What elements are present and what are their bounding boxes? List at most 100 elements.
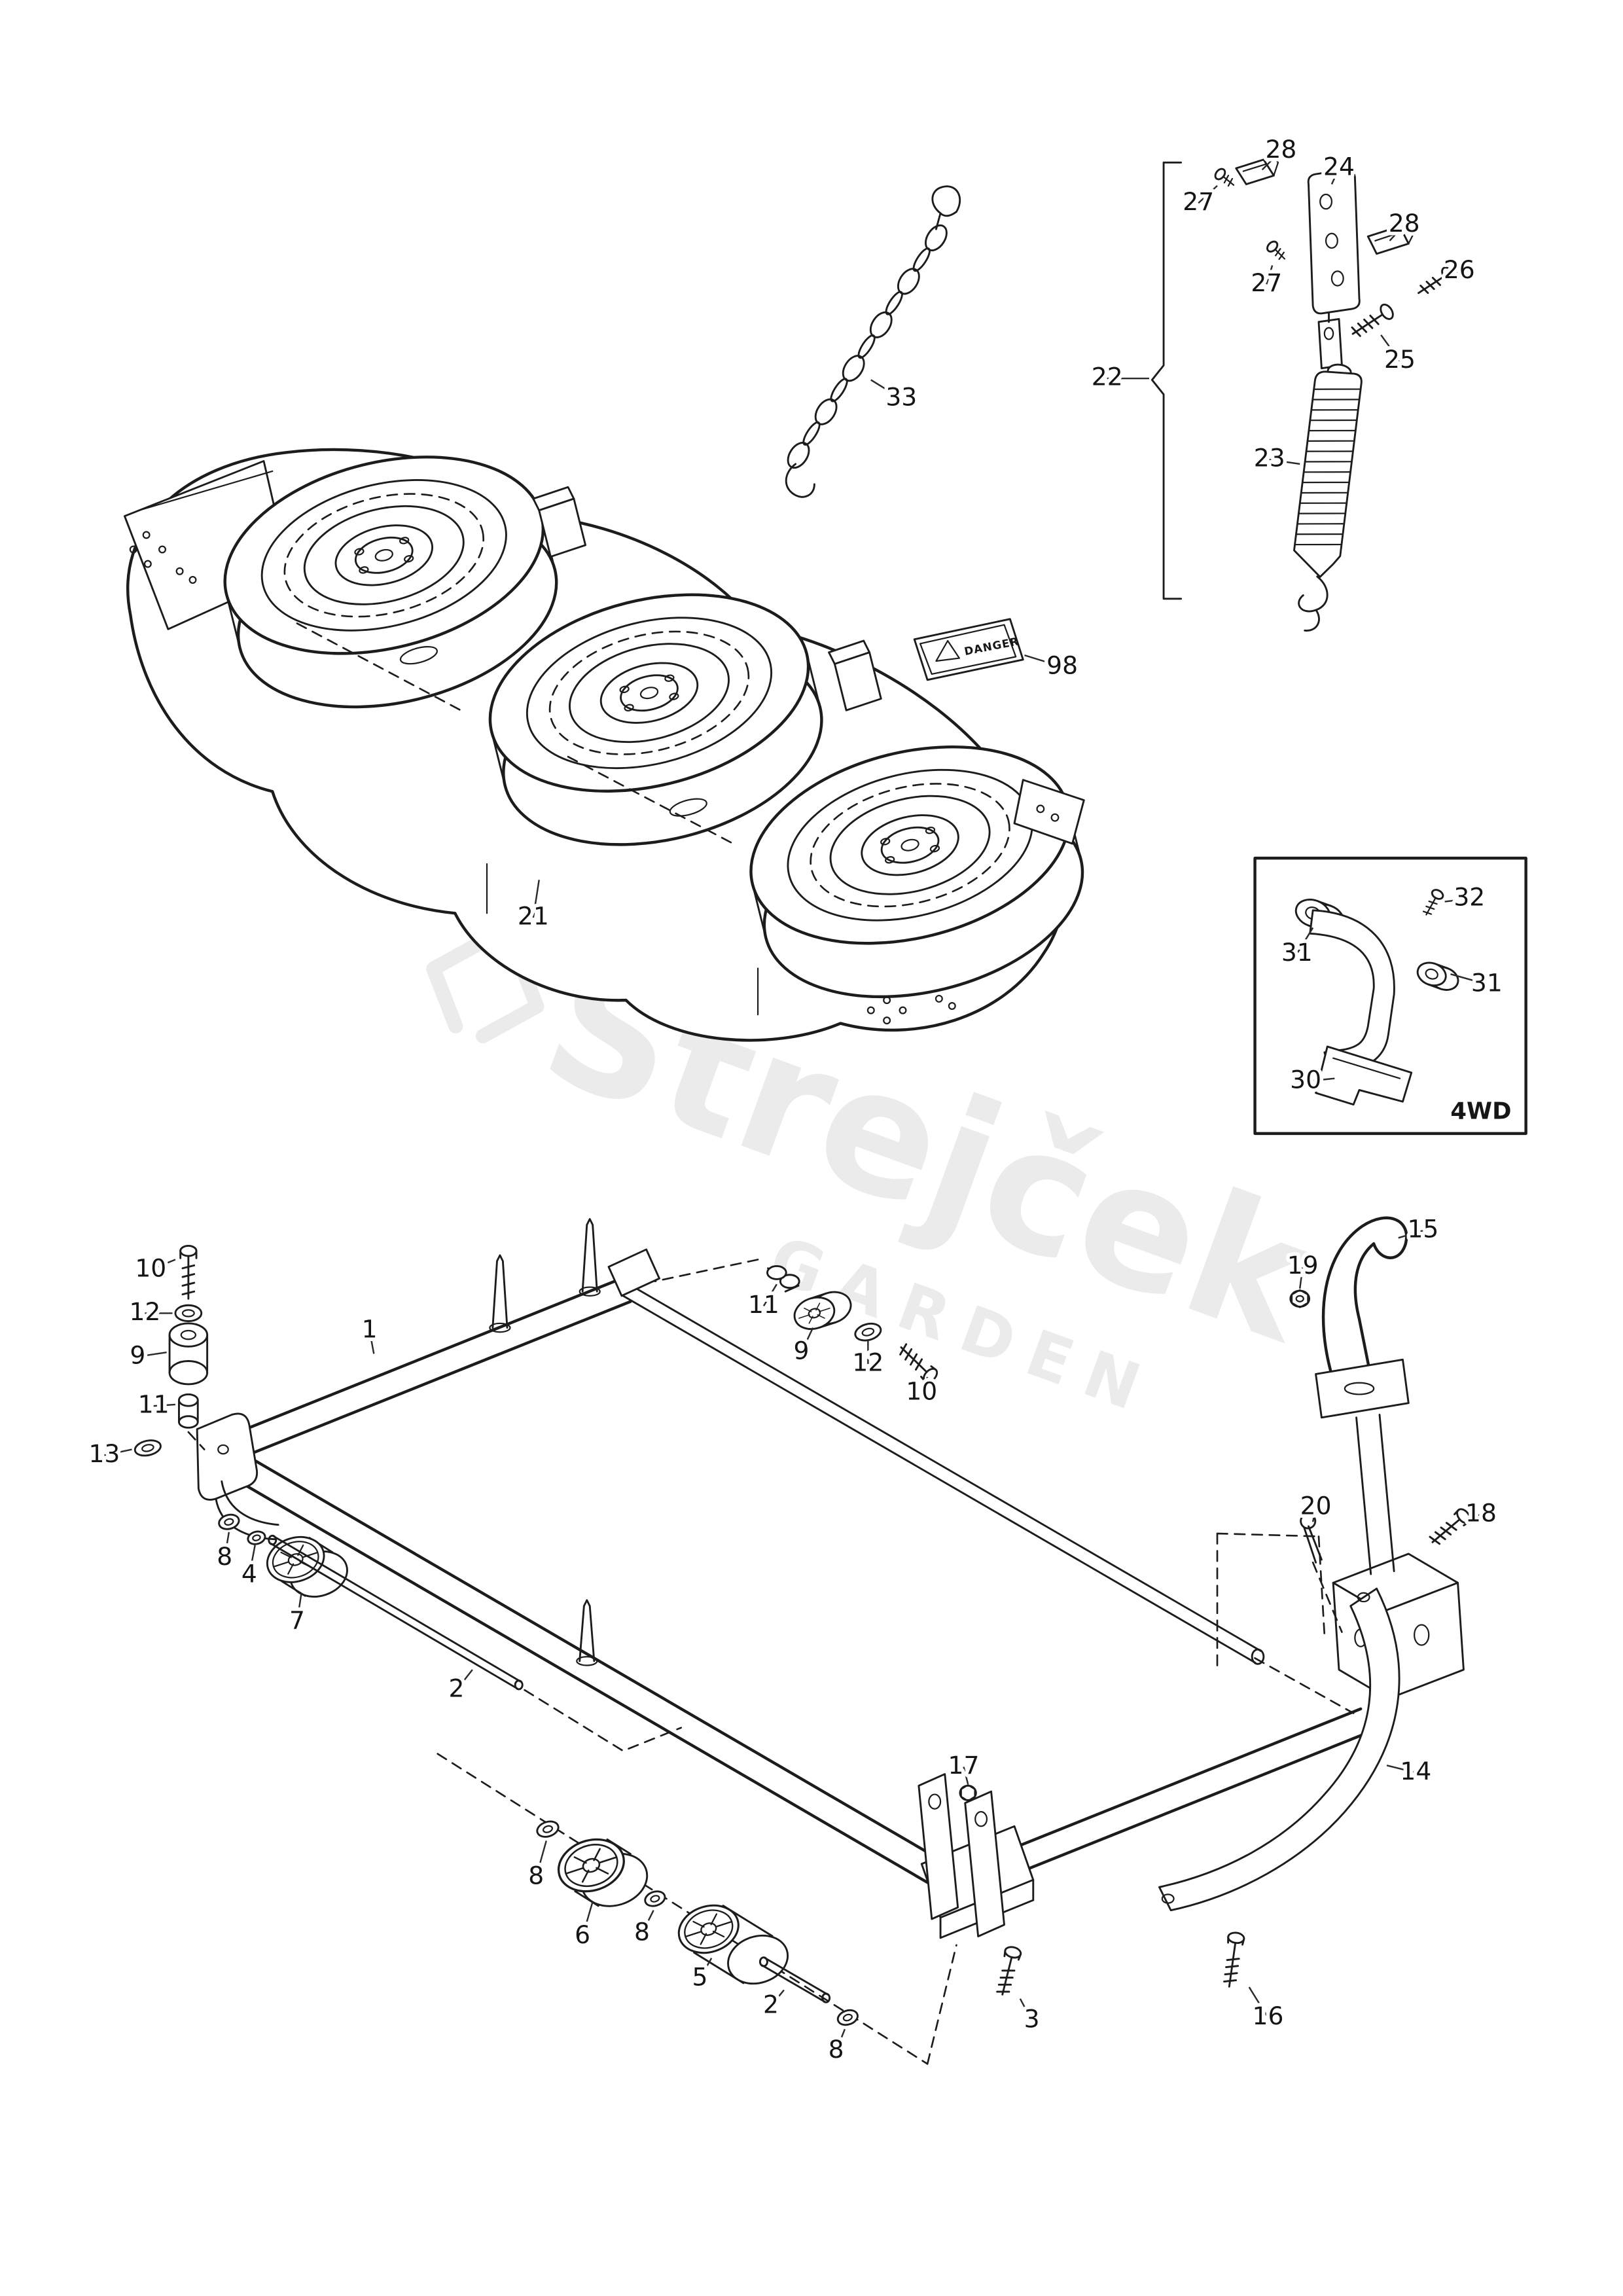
deck-corner-plate bbox=[1013, 779, 1085, 845]
rail-front bbox=[209, 1441, 965, 1897]
callout-leader-33 bbox=[870, 379, 902, 400]
lift-frame-assembly bbox=[134, 1216, 1471, 2065]
front-hanger-bracket bbox=[918, 1773, 1005, 1938]
callout-leader-9 bbox=[800, 1327, 814, 1353]
part-label-6: 6 bbox=[575, 1920, 590, 1949]
callout-leader-16 bbox=[1248, 1986, 1269, 2018]
nut-19 bbox=[1289, 1289, 1311, 1308]
callout-leader-98 bbox=[1024, 654, 1063, 668]
part-label-12: 12 bbox=[129, 1297, 160, 1326]
lift-chain bbox=[785, 185, 961, 498]
callout-leader-9 bbox=[137, 1352, 167, 1358]
callout-leader-2 bbox=[770, 1989, 785, 2007]
bolt-25 bbox=[1351, 303, 1394, 337]
part-label-28: 28 bbox=[1389, 209, 1420, 238]
callout-leader-7 bbox=[296, 1592, 302, 1623]
callout-leader-30 bbox=[1305, 1077, 1335, 1083]
group-bracket bbox=[1150, 161, 1183, 600]
callout-leader-11 bbox=[762, 1283, 777, 1306]
callout-leader-32 bbox=[1444, 897, 1470, 903]
part-label-20: 20 bbox=[1300, 1492, 1332, 1520]
part-label-10: 10 bbox=[135, 1254, 166, 1283]
callout-leader-24 bbox=[1330, 168, 1340, 185]
foot-bracket bbox=[1315, 1045, 1413, 1106]
part-label-18: 18 bbox=[1465, 1499, 1497, 1528]
part-label-14: 14 bbox=[1400, 1757, 1431, 1785]
callout-leader-10 bbox=[921, 1376, 929, 1393]
part-label-15: 15 bbox=[1407, 1215, 1438, 1244]
callout-leader-26 bbox=[1442, 270, 1460, 281]
callout-leader-8 bbox=[224, 1532, 230, 1558]
tension-spring bbox=[1293, 363, 1363, 632]
bottom-roller-set bbox=[437, 1753, 957, 2065]
callout-leader-23 bbox=[1269, 459, 1300, 465]
callout-leader-28 bbox=[1389, 224, 1405, 242]
hanger-hook-15 bbox=[1289, 1216, 1410, 1575]
callout-leader-19 bbox=[1299, 1266, 1304, 1289]
part-label-2: 2 bbox=[449, 1674, 465, 1703]
part-label-12: 12 bbox=[852, 1348, 883, 1376]
callout-leader-28 bbox=[1261, 150, 1282, 171]
callout-leader-10 bbox=[150, 1259, 176, 1271]
callout-leader-5 bbox=[699, 1958, 713, 1979]
part-label-13: 13 bbox=[88, 1439, 120, 1468]
mower-deck-assembly bbox=[123, 448, 1085, 1042]
callout-leader-27 bbox=[1198, 185, 1218, 204]
part-label-7: 7 bbox=[289, 1606, 305, 1635]
callout-leader-3 bbox=[1019, 1998, 1033, 2021]
part-label-8: 8 bbox=[634, 1918, 650, 1946]
part-label-9: 9 bbox=[130, 1340, 145, 1369]
callout-leader-18 bbox=[1467, 1514, 1482, 1518]
part-label-4: 4 bbox=[241, 1560, 257, 1588]
callout-leader-17 bbox=[963, 1767, 969, 1785]
part-label-27: 27 bbox=[1251, 268, 1282, 297]
washer-8 bbox=[218, 1513, 240, 1530]
callout-leader-4 bbox=[248, 1545, 256, 1576]
spring-assembly bbox=[1150, 152, 1454, 632]
callout-leader-31 bbox=[1450, 973, 1488, 985]
nut-17 bbox=[959, 1784, 977, 1802]
bolt-16 bbox=[1223, 1931, 1245, 1988]
callout-leader-31 bbox=[1296, 927, 1314, 954]
danger-decal: DANGER bbox=[913, 618, 1024, 681]
bolt-27-lower bbox=[1266, 240, 1286, 260]
part-label-8: 8 bbox=[829, 2035, 844, 2064]
lift-rod bbox=[622, 1283, 1262, 1664]
part-label-3: 3 bbox=[1024, 2004, 1040, 2033]
callout-leader-6 bbox=[581, 1901, 594, 1937]
callout-leader-20 bbox=[1311, 1507, 1317, 1522]
part-label-26: 26 bbox=[1444, 255, 1475, 284]
lever-arm bbox=[1309, 909, 1395, 1074]
right-mount-stack bbox=[654, 1259, 938, 1384]
callout-leader-8 bbox=[835, 2028, 846, 2051]
part-label-19: 19 bbox=[1287, 1251, 1319, 1280]
part-label-2: 2 bbox=[763, 1990, 779, 2018]
part-label-30: 30 bbox=[1290, 1066, 1321, 1094]
part-label-17: 17 bbox=[948, 1751, 980, 1780]
part-label-8: 8 bbox=[217, 1542, 232, 1571]
bolt-3 bbox=[996, 1946, 1022, 1996]
part-label-9: 9 bbox=[794, 1336, 810, 1365]
part-label-1: 1 bbox=[362, 1315, 378, 1344]
screw-32 bbox=[1422, 889, 1444, 916]
bolt-27-upper bbox=[1214, 168, 1235, 187]
support-arm-14 bbox=[1158, 1587, 1400, 1912]
deck-housing-right bbox=[749, 745, 1084, 999]
part-label-21: 21 bbox=[518, 901, 549, 930]
roller-shaft-left bbox=[268, 1534, 683, 1752]
part-label-23: 23 bbox=[1254, 444, 1285, 473]
hanger-strap bbox=[1307, 168, 1361, 315]
part-label-98: 98 bbox=[1046, 651, 1078, 679]
callout-leader-13 bbox=[104, 1448, 132, 1456]
part-label-27: 27 bbox=[1183, 187, 1214, 216]
part-label-25: 25 bbox=[1384, 345, 1416, 374]
part-label-22: 22 bbox=[1092, 363, 1123, 391]
part-label-33: 33 bbox=[885, 383, 917, 412]
callout-leader-1 bbox=[368, 1330, 375, 1354]
part-label-5: 5 bbox=[692, 1962, 708, 1991]
part-label-10: 10 bbox=[906, 1377, 937, 1406]
part-label-16: 16 bbox=[1253, 2001, 1284, 2030]
rail-left-end bbox=[211, 1277, 632, 1467]
